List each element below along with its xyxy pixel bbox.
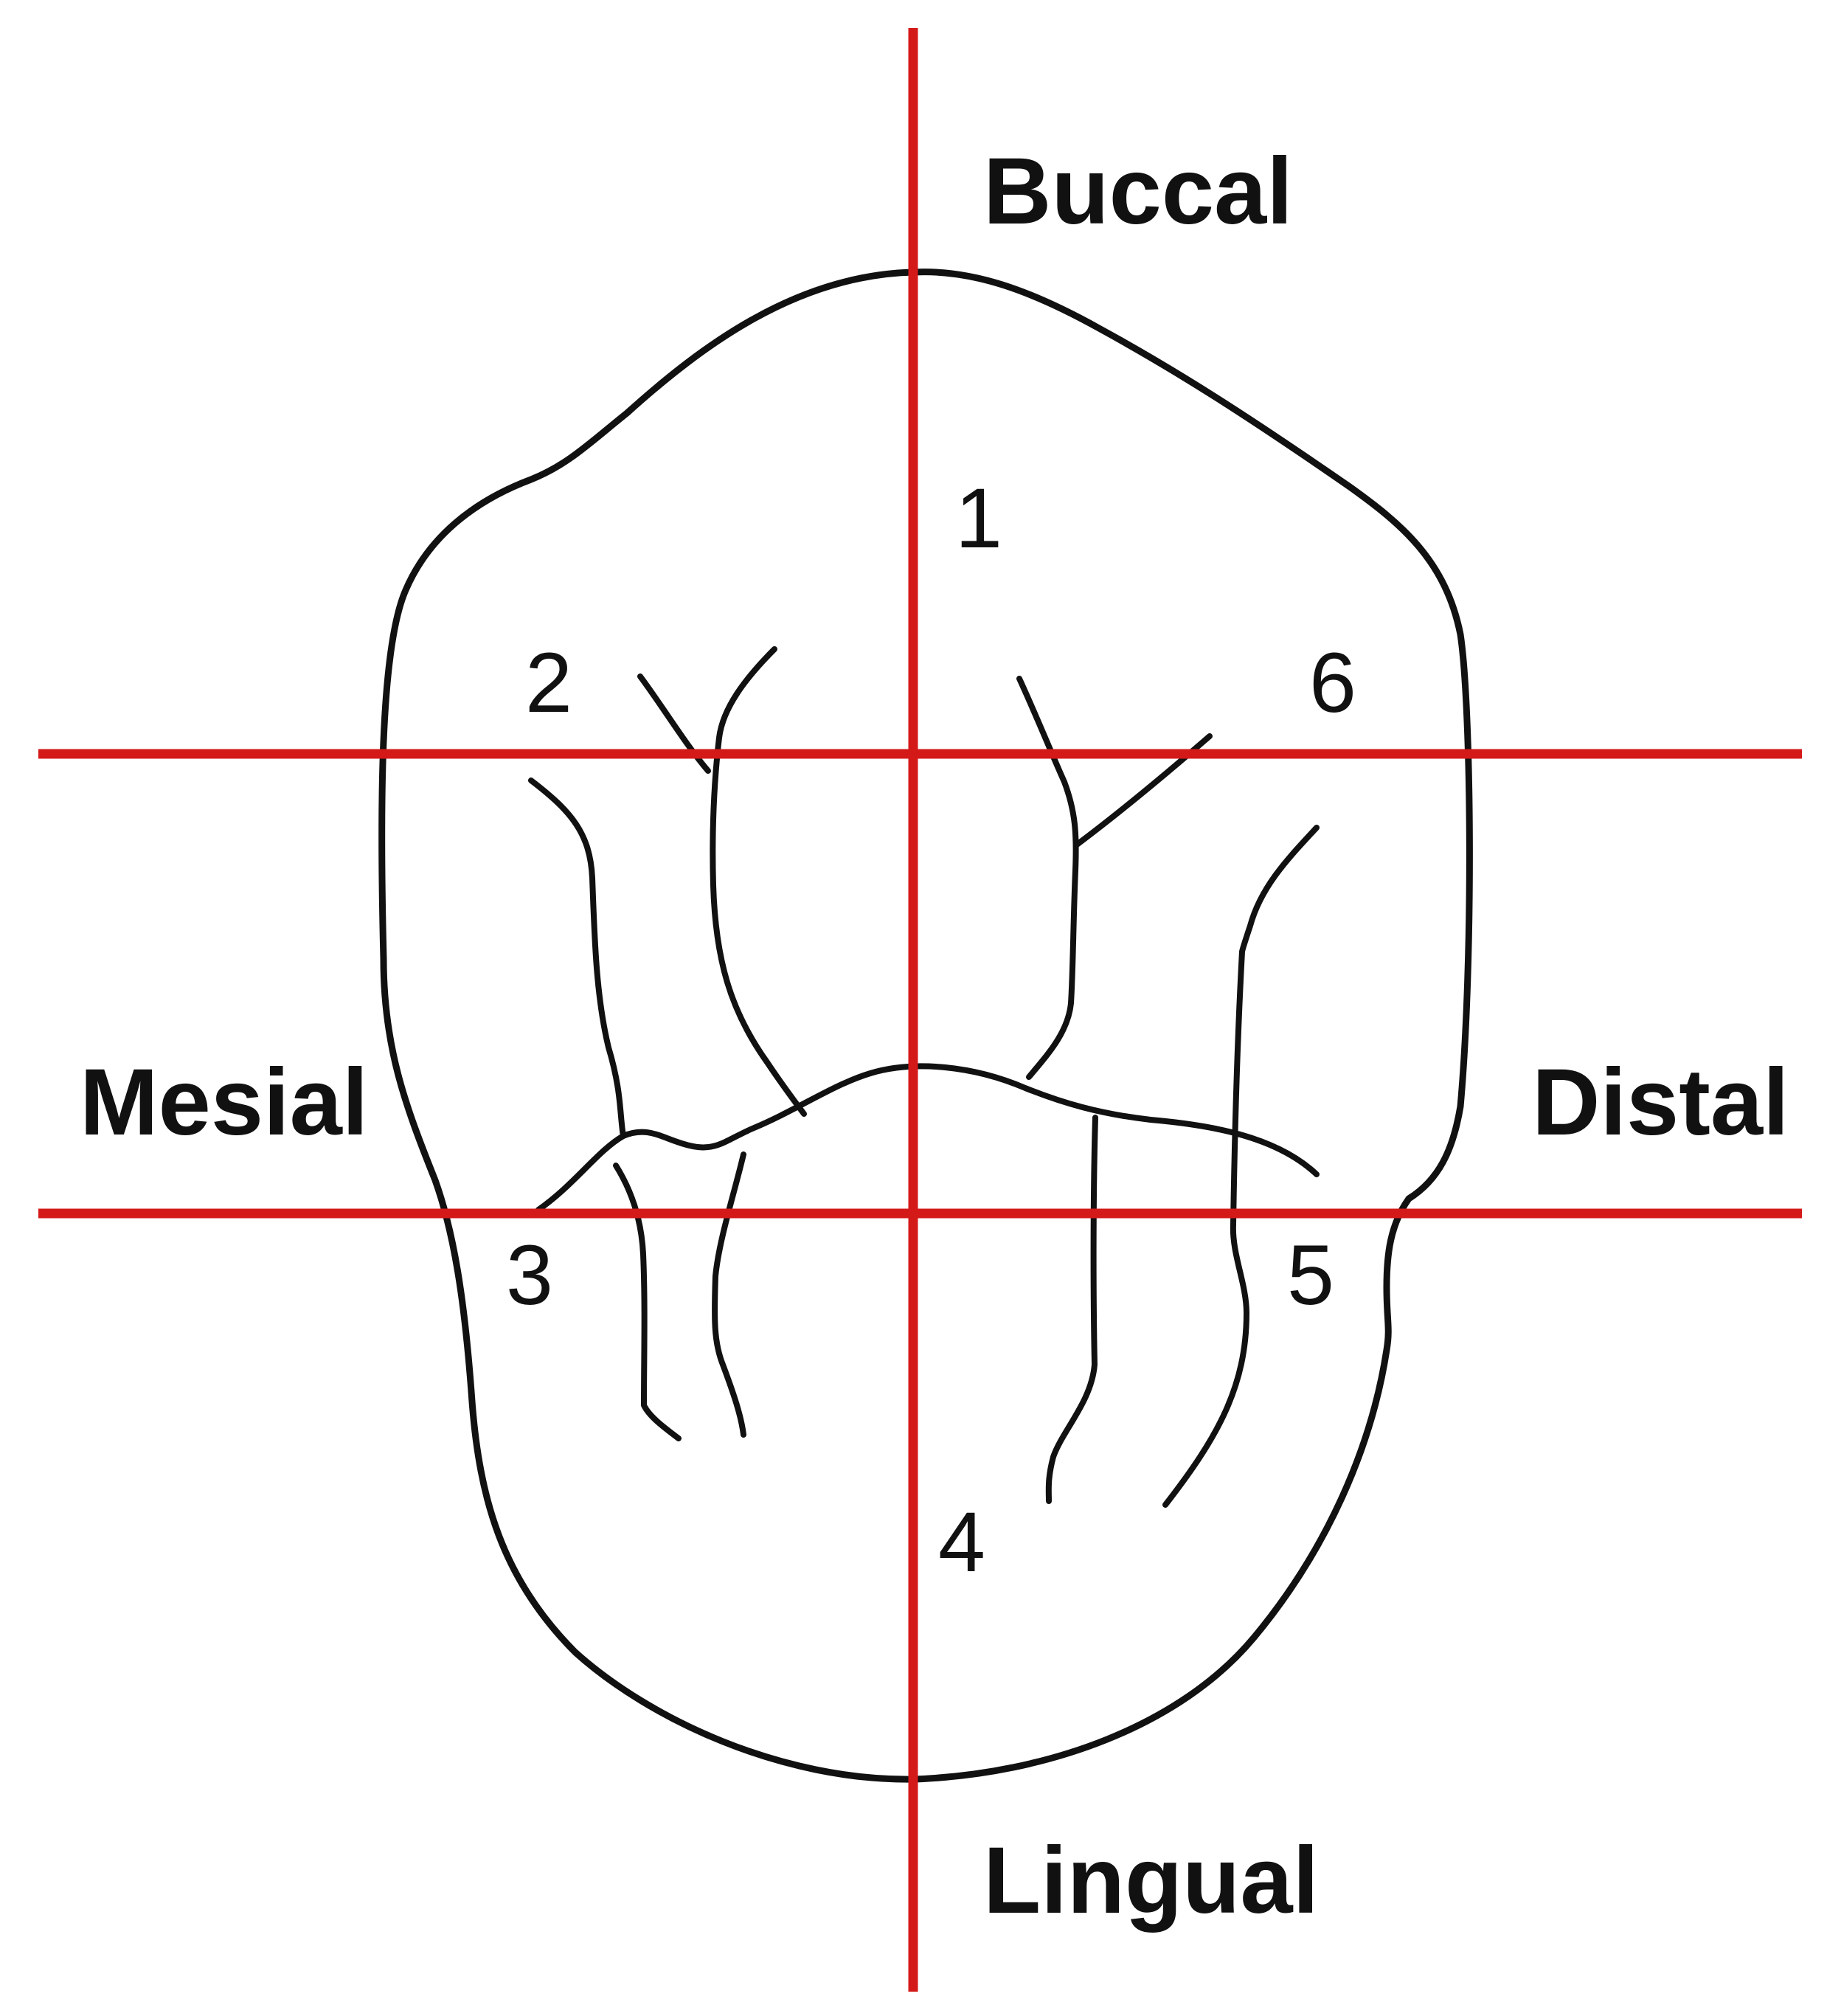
point-label-2: 2: [525, 636, 572, 730]
label-buccal: Buccal: [983, 139, 1293, 244]
tooth-outline: [378, 269, 1473, 1783]
point-label-6: 6: [1309, 636, 1356, 730]
point-label-3: 3: [506, 1228, 553, 1323]
mesiobuccal-groove-branch-a: [637, 673, 711, 774]
distobuccal-groove: [1016, 676, 1079, 1080]
distolingual-groove: [1045, 1115, 1098, 1504]
central-groove: [535, 1063, 1320, 1213]
point-label-5: 5: [1287, 1228, 1334, 1323]
label-lingual: Lingual: [983, 1828, 1319, 1933]
mesial-groove: [528, 777, 626, 1139]
point-label-1: 1: [955, 471, 1002, 566]
occlusal-grooves: [528, 646, 1320, 1508]
mesiobuccal-groove-branch-b: [710, 646, 807, 1117]
reference-axes: [38, 28, 1802, 1992]
label-mesial: Mesial: [80, 1050, 368, 1155]
label-distal: Distal: [1532, 1050, 1789, 1155]
distal-groove: [1162, 825, 1320, 1508]
point-label-4: 4: [938, 1495, 985, 1590]
mesiolingual-groove-a: [613, 1163, 682, 1441]
mesiolingual-groove-b: [712, 1151, 746, 1438]
